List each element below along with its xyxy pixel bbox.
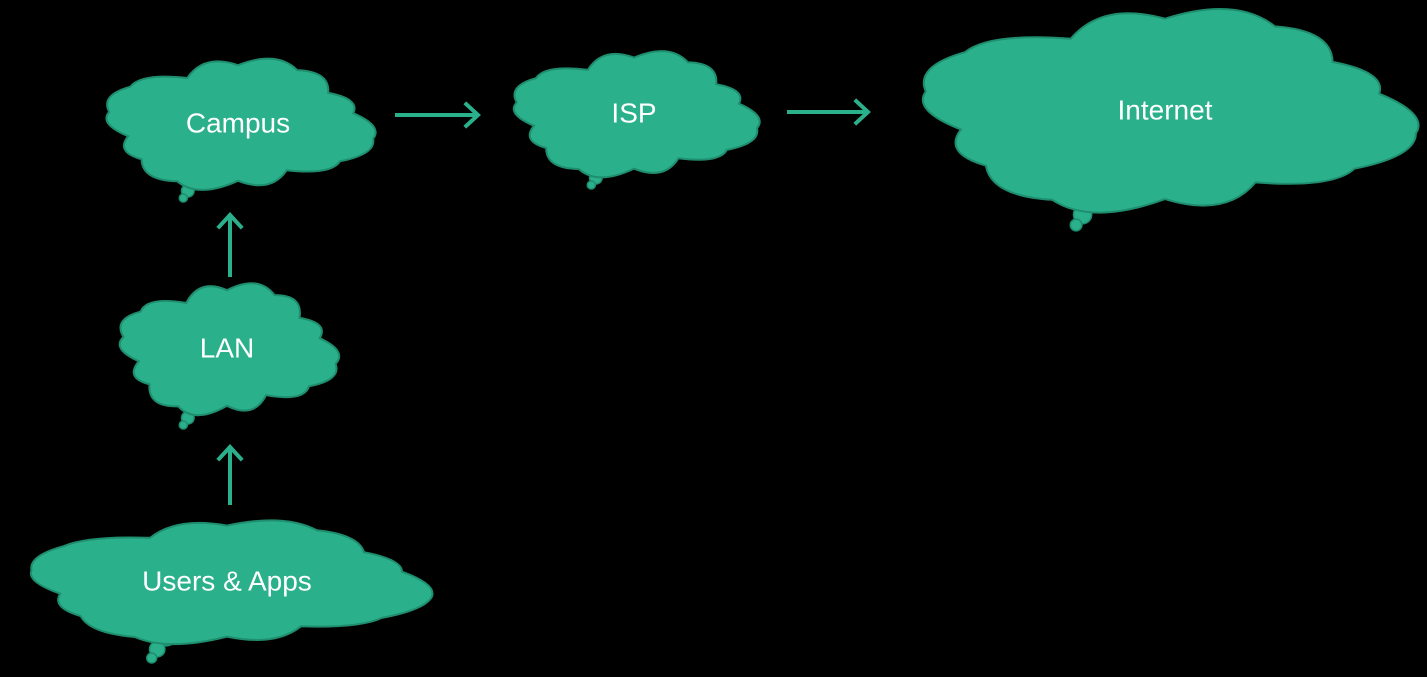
arrowhead-icon xyxy=(463,101,481,129)
arrowhead-icon xyxy=(216,212,244,230)
cloud-label-users-apps: Users & Apps xyxy=(142,565,312,596)
cloud-icon xyxy=(105,57,377,191)
cloud-node-isp: ISP xyxy=(512,50,761,190)
arrowhead-icon xyxy=(216,444,244,462)
cloud-node-users-apps: Users & Apps xyxy=(29,519,434,664)
cloud-tail-bubble xyxy=(1069,218,1083,232)
cloud-tail-bubble xyxy=(178,193,189,203)
cloud-tail-bubble xyxy=(146,652,158,664)
cloud-icon xyxy=(118,282,341,417)
cloud-node-lan: LAN xyxy=(118,282,341,430)
cloud-label-lan: LAN xyxy=(200,332,254,363)
arrow-lan-to-campus xyxy=(216,212,244,277)
cloud-node-internet: Internet xyxy=(921,8,1420,232)
cloud-label-isp: ISP xyxy=(611,97,656,128)
arrowhead-icon xyxy=(853,98,871,126)
cloud-label-campus: Campus xyxy=(186,107,290,138)
arrows-layer xyxy=(216,98,871,505)
arrow-isp-to-internet xyxy=(787,98,871,126)
cloud-tail-bubble xyxy=(586,180,597,190)
cloud-tail-bubble xyxy=(178,420,189,430)
cloud-icon xyxy=(29,519,434,646)
cloud-label-internet: Internet xyxy=(1118,94,1213,125)
cloud-icon xyxy=(921,8,1420,214)
cloud-icon xyxy=(512,50,761,179)
arrow-users-apps-to-lan xyxy=(216,444,244,505)
cloud-node-campus: Campus xyxy=(105,57,377,203)
arrow-campus-to-isp xyxy=(395,101,481,129)
clouds-layer: Users & Apps LAN Campus ISP Internet xyxy=(29,8,1420,664)
